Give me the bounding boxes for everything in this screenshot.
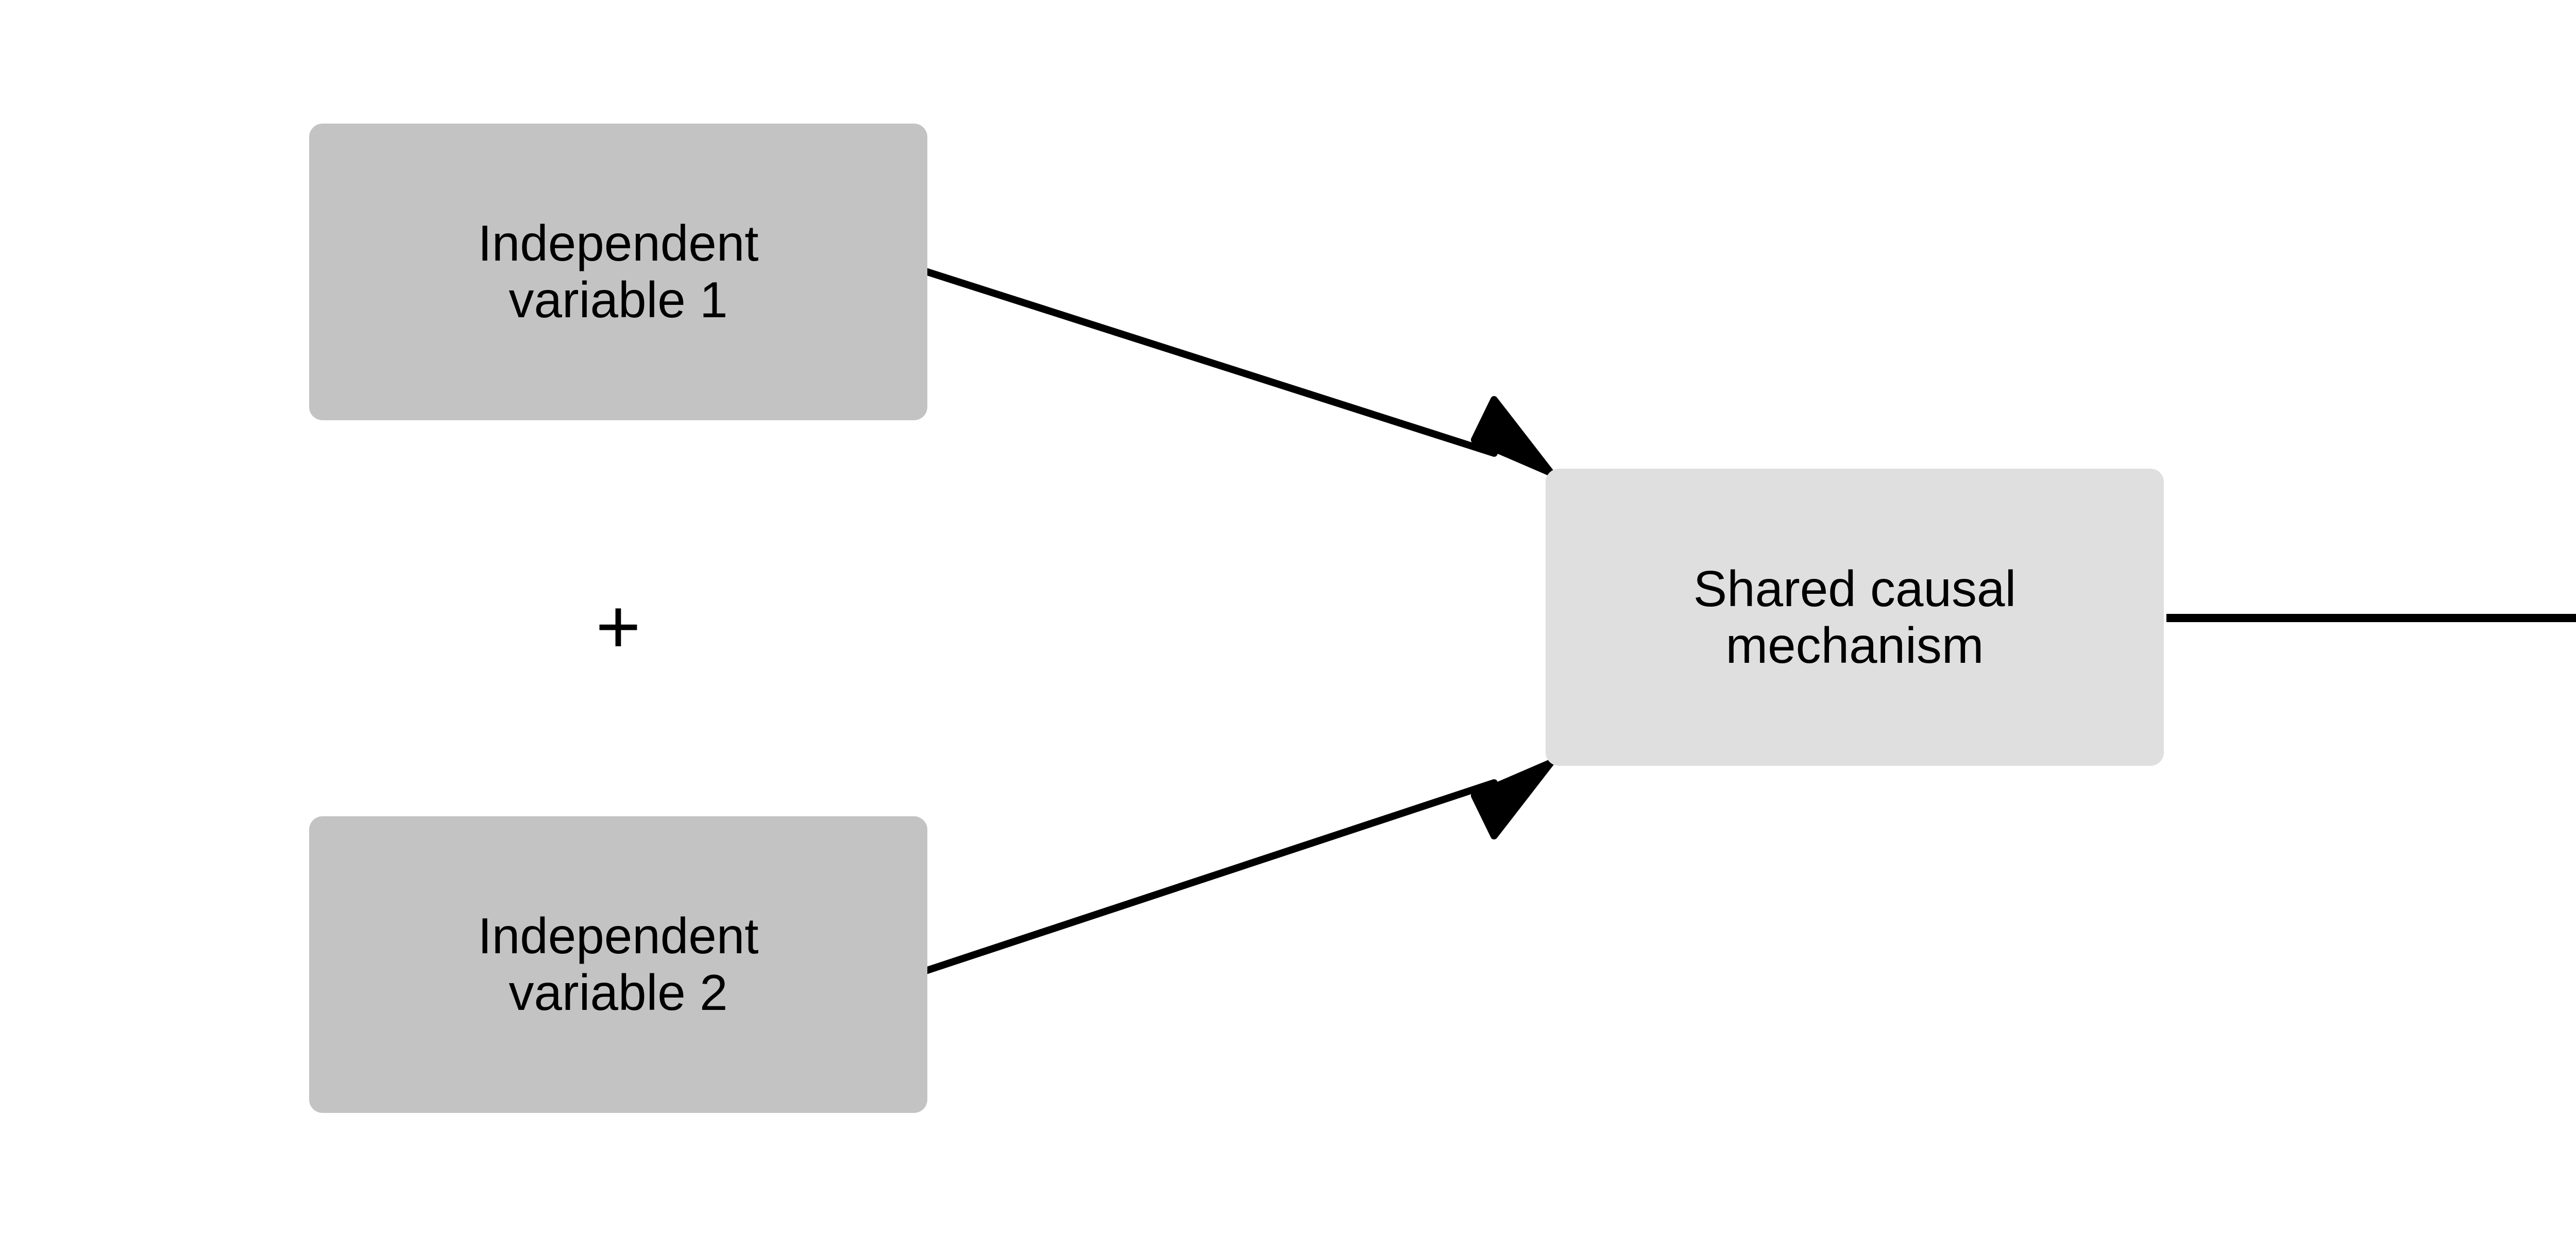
node-independent-variable-1[interactable]: Independent variable 1 [309,124,927,420]
node-independent-variable-2-label: Independent variable 2 [478,907,759,1021]
edge-iv1-arrowhead-icon [1471,396,1554,476]
plus-operator: + [536,575,701,678]
edge-iv2-arrowhead-icon [1471,759,1554,839]
node-independent-variable-1-label: Independent variable 1 [478,215,759,328]
node-independent-variable-2[interactable]: Independent variable 2 [309,816,927,1113]
edge-mechanism-to-dependent [2166,614,2576,622]
edge-iv1-line [922,268,1498,457]
edge-iv2-line [922,779,1498,974]
plus-operator-symbol: + [596,583,641,670]
edge-iv1-to-mechanism [922,268,1554,476]
node-shared-causal-mechanism-label: Shared causal mechanism [1693,560,2016,674]
node-shared-causal-mechanism[interactable]: Shared causal mechanism [1546,469,2164,766]
edge-iv2-to-mechanism [922,759,1554,974]
